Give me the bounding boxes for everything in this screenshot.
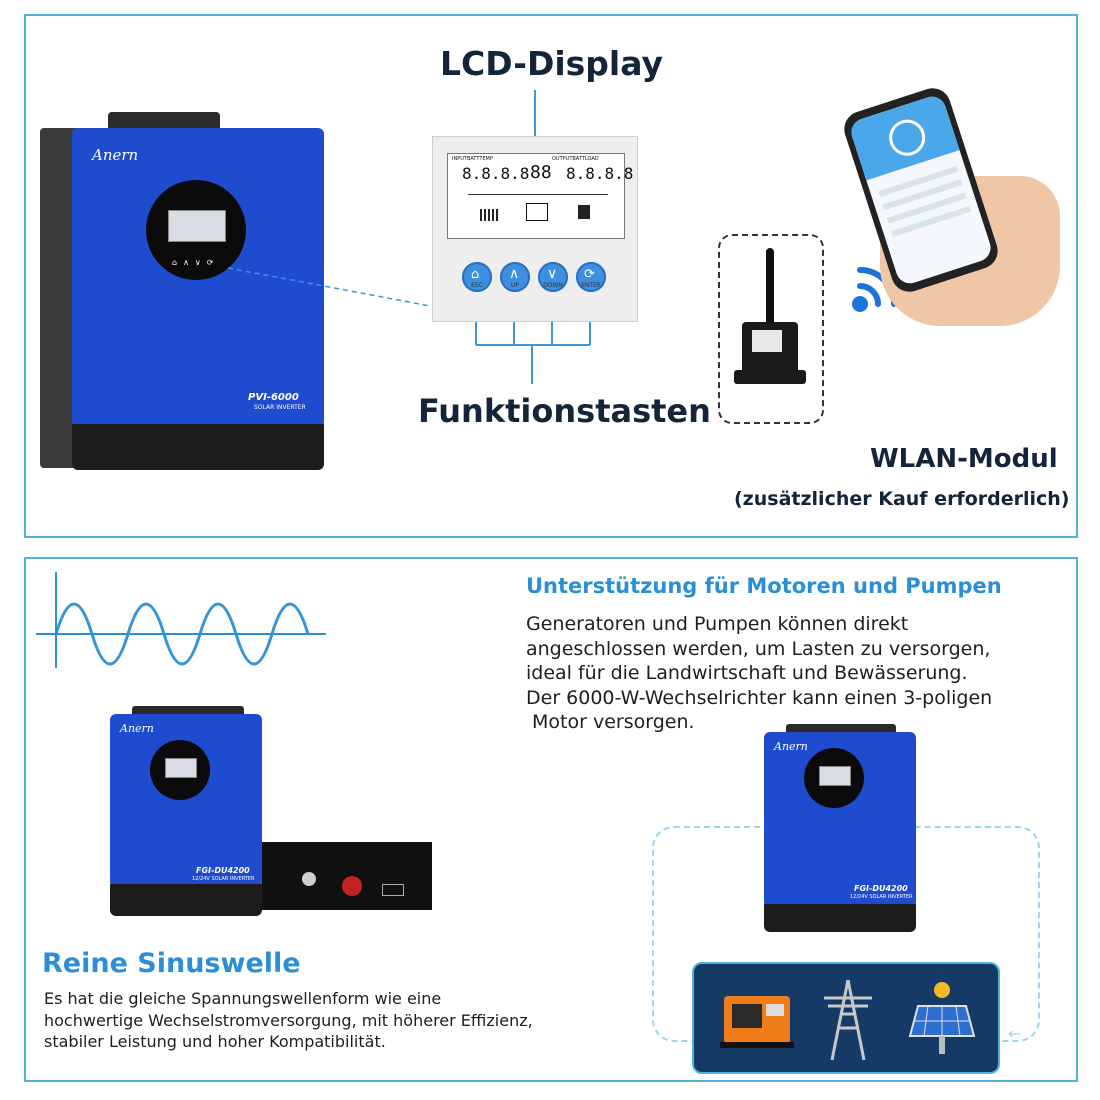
power-tower-icon [824, 979, 872, 1061]
motor-line-2: angeschlossen werden, um Lasten zu verso… [526, 637, 991, 660]
lcd-down-label: DOWN [543, 282, 563, 289]
lcd-digits-right: 8.8.8.8 [566, 164, 634, 183]
inverter-logo-2: Anern [120, 722, 154, 735]
generator-icon [720, 996, 794, 1048]
wifi-module-note: (zusätzlicher Kauf erforderlich) [734, 488, 1070, 510]
sine-line-2: hochwertige Wechselstromversorgung, mit … [44, 1010, 533, 1030]
power-sources-box [692, 962, 1000, 1074]
inverter-logo-3: Anern [774, 740, 808, 753]
motor-line-1: Generatoren und Pumpen können direkt [526, 613, 909, 635]
lcd-label-input: INPUTBATTTEMP [452, 156, 493, 162]
lcd-closeup: INPUTBATTTEMP OUTPUTBATTLOAD 8.8.8.8 88 … [432, 136, 638, 322]
lcd-up-label: UP [510, 282, 519, 289]
motor-support-title: Unterstützung für Motoren und Pumpen [526, 574, 1002, 598]
motor-support-text: Generatoren und Pumpen können direkt ang… [526, 612, 992, 735]
inverter-logo: Anern [92, 146, 139, 164]
inverter-subtitle-2: 12/24V SOLAR INVERTER [192, 876, 255, 882]
lcd-digits-left: 8.8.8.8 [462, 164, 530, 183]
inverter-model: PVI-6000 [248, 392, 299, 403]
lcd-down-button[interactable]: ∨ [538, 262, 568, 292]
function-keys-title: Funktionstasten [418, 392, 711, 430]
inverter-subtitle-3: 12/24V SOLAR INVERTER [850, 894, 913, 900]
sine-line-3: stabiler Leistung und hoher Kompatibilit… [44, 1032, 386, 1051]
wifi-module-box [718, 234, 824, 424]
wifi-module-title: WLAN-Modul [870, 444, 1058, 474]
motor-line-3: ideal für die Landwirtschaft und Bewässe… [526, 662, 968, 684]
motor-line-4: Der 6000-W-Wechselrichter kann einen 3-p… [526, 686, 993, 709]
lcd-pointer-line [534, 90, 536, 156]
battery-image [262, 842, 432, 910]
motor-line-5: Motor versorgen. [526, 711, 695, 733]
lcd-display-title: LCD-Display [440, 44, 663, 83]
inverter-subtitle: SOLAR INVERTER [254, 404, 306, 411]
inverter-model-2: FGI-DU4200 [196, 866, 250, 875]
lcd-up-button[interactable]: ∧ [500, 262, 530, 292]
pure-sine-title: Reine Sinuswelle [42, 948, 301, 979]
lcd-flow-diagram [468, 194, 608, 231]
lcd-screen: INPUTBATTTEMP OUTPUTBATTLOAD 8.8.8.8 88 … [447, 153, 633, 239]
antenna-icon [766, 248, 774, 338]
dongle-label [752, 330, 782, 352]
lcd-esc-label: ESC [471, 282, 483, 289]
lcd-enter-label: ENTER [581, 282, 601, 289]
lcd-esc-button[interactable]: ⌂ [462, 262, 492, 292]
dongle-flange [734, 370, 806, 384]
lcd-enter-button[interactable]: ⟳ [576, 262, 606, 292]
solar-panel-icon [908, 982, 976, 1054]
pure-sine-text: Es hat die gleiche Spannungswellenform w… [44, 988, 533, 1053]
sine-wave-icon [36, 572, 326, 668]
lcd-label-output: OUTPUTBATTLOAD [552, 156, 599, 162]
loop-arrow-icon: ← [1008, 1024, 1022, 1043]
inverter-model-3: FGI-DU4200 [854, 884, 908, 893]
lcd-digits-mid: 88 [530, 162, 552, 183]
sine-line-1: Es hat die gleiche Spannungswellenform w… [44, 989, 442, 1008]
